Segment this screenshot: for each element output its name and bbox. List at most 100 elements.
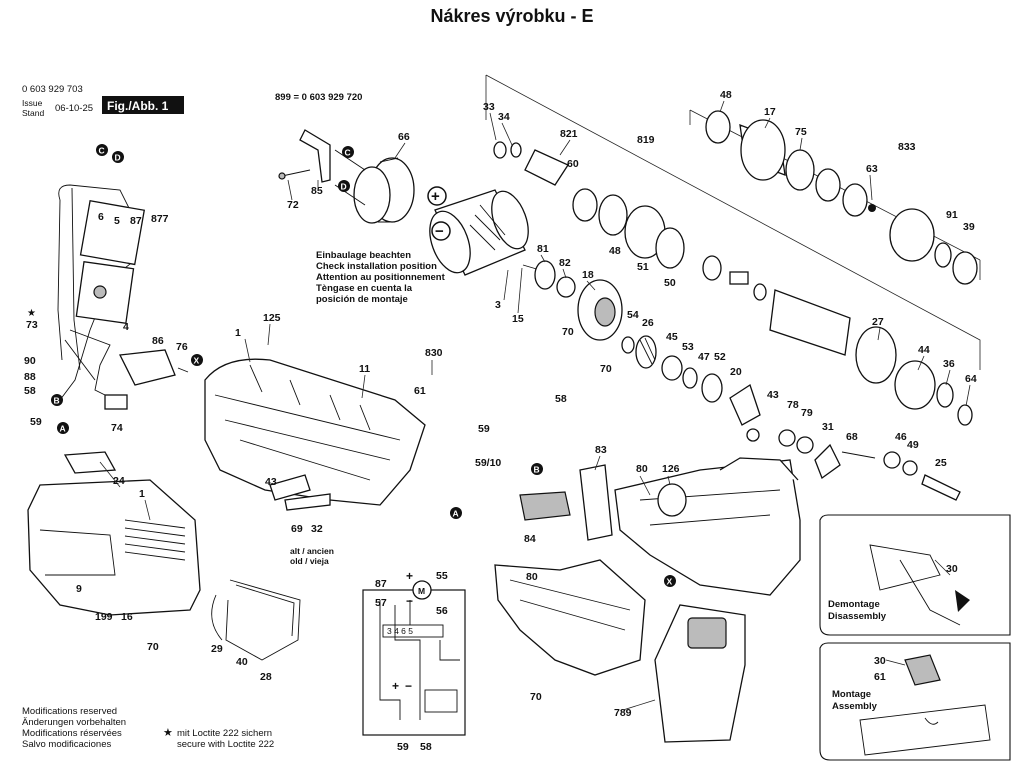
drive-parts xyxy=(534,260,961,501)
housing-body-1 xyxy=(27,451,201,616)
callout-44: 44 xyxy=(918,344,930,356)
callout-61-center: 61 xyxy=(414,385,426,397)
callout-30-demontage: 30 xyxy=(946,563,958,575)
demontage-label: Demontage xyxy=(828,599,880,610)
footer-line-2: Änderungen vorbehalten xyxy=(22,717,126,728)
ring-66 xyxy=(334,149,415,224)
bracket-85 xyxy=(278,129,331,183)
callout-24: 24 xyxy=(113,475,125,487)
callout-87-top: 87 xyxy=(130,215,142,227)
marker-d-center: D xyxy=(341,182,347,192)
callout-58-schematic: 58 xyxy=(420,741,432,753)
callout-63: 63 xyxy=(866,163,878,175)
install-note-line-1: Einbaulage beachten xyxy=(316,250,411,261)
spindle-train xyxy=(493,141,973,426)
callout-48-top: 48 xyxy=(720,89,732,101)
callout-51: 51 xyxy=(637,261,649,273)
footer-notes: Modifications reserved Änderungen vorbeh… xyxy=(22,308,274,750)
marker-c-center: C xyxy=(345,148,351,158)
callout-1-top: 1 xyxy=(235,327,241,339)
install-note-line-5: posición de montaje xyxy=(316,294,408,305)
marker-x-center: X xyxy=(667,577,673,587)
footer-line-4: Salvo modificaciones xyxy=(22,739,111,750)
callout-49: 49 xyxy=(907,439,919,451)
callout-33: 33 xyxy=(483,101,495,113)
callout-86: 86 xyxy=(152,335,164,347)
install-note-line-4: Tèngase en cuenta la xyxy=(316,283,413,294)
motor-minus-symbol: − xyxy=(435,223,444,240)
callout-52: 52 xyxy=(714,351,726,363)
callout-46: 46 xyxy=(895,431,907,443)
callout-31: 31 xyxy=(822,421,834,433)
motor-plus-symbol: + xyxy=(431,188,440,205)
wire-loops xyxy=(211,579,301,661)
callout-54: 54 xyxy=(627,309,639,321)
old-note-line-1: alt / ancien xyxy=(290,546,334,556)
callout-82: 82 xyxy=(559,257,571,269)
callout-55: 55 xyxy=(436,570,448,582)
callout-821: 821 xyxy=(560,128,578,140)
callout-90: 90 xyxy=(24,355,36,367)
callout-45: 45 xyxy=(666,331,678,343)
callout-27: 27 xyxy=(872,316,884,328)
callout-15: 15 xyxy=(512,313,524,325)
polarity-minus-top: − xyxy=(406,594,413,608)
callout-59-left: 59 xyxy=(30,416,42,428)
callout-199: 199 xyxy=(95,611,113,623)
switch-terminal-label: 3 4 6 5 xyxy=(387,626,413,636)
part-83 xyxy=(579,464,613,541)
callout-789: 789 xyxy=(614,707,632,719)
callout-68: 68 xyxy=(846,431,858,443)
callout-60: 60 xyxy=(567,158,579,170)
marker-c-left: C xyxy=(99,146,105,156)
callout-9: 9 xyxy=(76,583,82,595)
battery-789 xyxy=(654,604,746,743)
wiring-schematic: 3 4 6 5 M + − + − xyxy=(362,569,466,736)
callout-39: 39 xyxy=(963,221,975,233)
old-note-line-2: old / vieja xyxy=(290,556,329,566)
upper-sleeve-group xyxy=(705,110,978,285)
callout-16: 16 xyxy=(121,611,133,623)
callout-48-mid: 48 xyxy=(609,245,621,257)
callout-43-left: 43 xyxy=(265,476,277,488)
montage-inset xyxy=(819,642,1011,761)
callout-20: 20 xyxy=(730,366,742,378)
footer-line-1: Modifications reserved xyxy=(22,706,117,717)
callout-79: 79 xyxy=(801,407,813,419)
leader-lines xyxy=(99,100,971,711)
callout-11: 11 xyxy=(359,363,370,375)
callout-70-a: 70 xyxy=(562,326,574,338)
callout-50: 50 xyxy=(664,277,676,289)
callout-26: 26 xyxy=(642,317,654,329)
callout-57: 57 xyxy=(375,597,387,609)
disc-126 xyxy=(657,483,687,517)
callout-70-c: 70 xyxy=(147,641,159,653)
fig-label: Fig./Abb. 1 xyxy=(107,99,169,113)
fig-label-box xyxy=(102,96,184,114)
callout-91: 91 xyxy=(946,209,958,221)
callout-6: 6 xyxy=(98,211,104,223)
callout-43-right: 43 xyxy=(767,389,779,401)
plate-43 xyxy=(269,474,331,511)
marker-d-left: D xyxy=(115,153,121,163)
polarity-plus-top: + xyxy=(406,569,413,583)
callout-69: 69 xyxy=(291,523,303,535)
callout-72: 72 xyxy=(287,199,299,211)
install-note: Einbaulage beachten Check installation p… xyxy=(316,250,446,305)
star-73: ★ xyxy=(27,308,36,319)
assembly-label: Assembly xyxy=(832,701,878,712)
install-note-line-2: Check installation position xyxy=(316,261,437,272)
callout-58-left: 58 xyxy=(24,385,36,397)
callout-64: 64 xyxy=(965,373,977,385)
footer-line-3: Modifications réservées xyxy=(22,728,122,739)
demontage-inset xyxy=(819,514,1011,636)
stand-label: Stand xyxy=(22,108,44,118)
motor-symbol: M xyxy=(418,586,425,596)
callout-74: 74 xyxy=(111,422,123,434)
callout-73: 73 xyxy=(26,319,38,331)
callout-53: 53 xyxy=(682,341,694,353)
callout-819: 819 xyxy=(637,134,655,146)
callout-59-10: 59/10 xyxy=(475,457,501,469)
callout-76: 76 xyxy=(176,341,188,353)
